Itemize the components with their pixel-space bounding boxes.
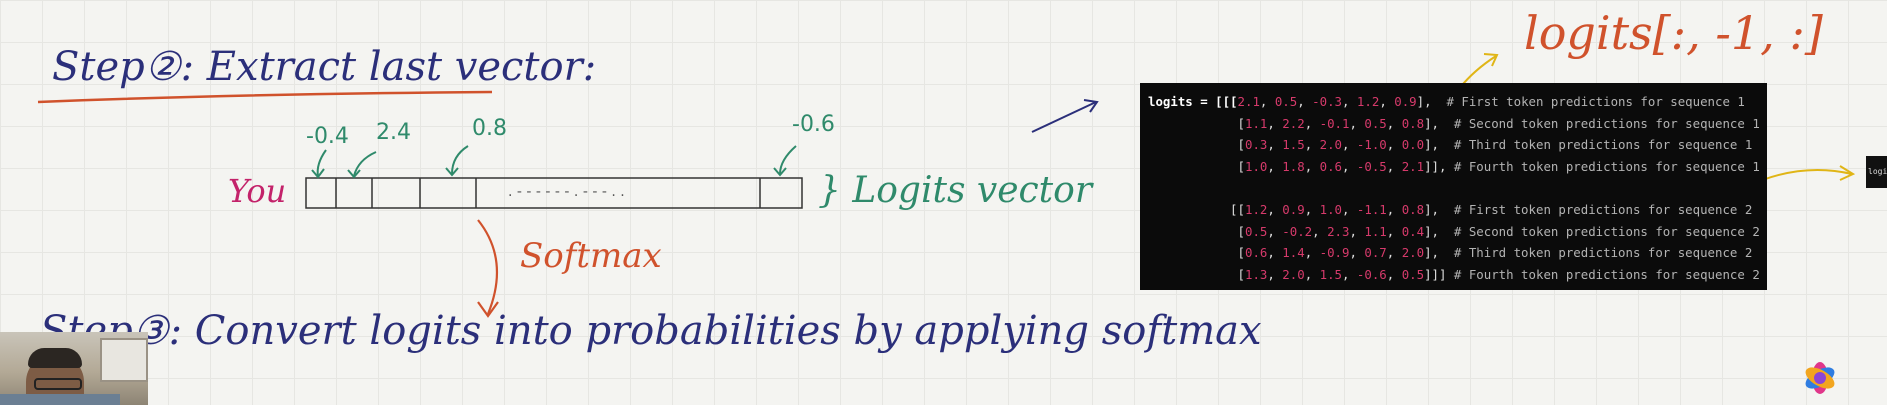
code-line: [1.0, 1.8, 0.6, -0.5, 2.1]], # Fourth to… bbox=[1148, 158, 1760, 174]
softmax-arrow bbox=[477, 219, 499, 318]
background-window bbox=[100, 338, 148, 382]
code-prefix: [ bbox=[1148, 137, 1245, 153]
code-number: -0.6 bbox=[1356, 266, 1387, 282]
code-prefix: [ bbox=[1148, 158, 1245, 174]
code-number: -1.1 bbox=[1356, 202, 1387, 217]
code-number: 0.5 bbox=[1274, 94, 1298, 109]
presenter-shirt bbox=[0, 394, 120, 405]
code-number: 2.2 bbox=[1282, 115, 1305, 131]
code-panel: logits = [[[2.1, 0.5, -0.3, 1.2, 0.9], #… bbox=[1140, 83, 1767, 290]
pointer-arrow bbox=[1031, 99, 1099, 133]
vector-dots: . - - - - - - . - - - . . bbox=[508, 184, 625, 200]
logits-vector-box: . - - - - - - . - - - . . bbox=[305, 177, 803, 209]
code-prefix: [ bbox=[1148, 223, 1245, 239]
code-number: 0.8 bbox=[1401, 202, 1425, 217]
code-number: -0.1 bbox=[1319, 115, 1350, 131]
code-number: -0.5 bbox=[1356, 158, 1387, 174]
code-line: [0.3, 1.5, 2.0, -1.0, 0.0], # Third toke… bbox=[1148, 137, 1753, 153]
glasses-icon bbox=[34, 378, 82, 390]
code-number: -1.0 bbox=[1356, 137, 1387, 153]
code-number: 1.1 bbox=[1364, 223, 1387, 239]
vector-value-3: 0.8 bbox=[472, 116, 507, 141]
code-number: -0.9 bbox=[1319, 245, 1350, 261]
code-number: 0.3 bbox=[1244, 137, 1268, 153]
logits-index-label: logits[:, -1, :] bbox=[1524, 6, 1823, 60]
vector-value-2: 2.4 bbox=[376, 120, 411, 145]
value-arrows bbox=[311, 145, 797, 179]
code-line: [0.5, -0.2, 2.3, 1.1, 0.4], # Second tok… bbox=[1148, 223, 1760, 239]
code-suffix: ], bbox=[1424, 115, 1454, 131]
code-prefix: logits = [[[ bbox=[1148, 94, 1238, 109]
code-number: 2.0 bbox=[1319, 137, 1342, 153]
code-comment: # Third token predictions for sequence 2 bbox=[1453, 245, 1753, 261]
softmax-label: Softmax bbox=[520, 236, 662, 276]
code-number: 2.0 bbox=[1282, 266, 1305, 282]
code-prefix: [ bbox=[1148, 245, 1245, 261]
code-line: [0.6, 1.4, -0.9, 0.7, 2.0], # Third toke… bbox=[1148, 245, 1753, 261]
code-suffix: ], bbox=[1416, 94, 1447, 109]
code-number: 1.3 bbox=[1244, 266, 1268, 282]
side-code-chip: logi bbox=[1866, 156, 1887, 188]
code-number: 1.4 bbox=[1282, 245, 1305, 261]
logits-vector-label: } Logits vector bbox=[818, 170, 1093, 211]
code-number: -0.2 bbox=[1282, 223, 1313, 239]
code-number: 1.2 bbox=[1356, 94, 1380, 109]
vector-value-1: -0.4 bbox=[306, 124, 349, 149]
code-number: 2.1 bbox=[1237, 94, 1260, 109]
code-number: 1.1 bbox=[1244, 115, 1268, 131]
code-number: 0.5 bbox=[1364, 115, 1387, 131]
code-suffix: ], bbox=[1424, 202, 1454, 217]
code-line: logits = [[[2.1, 0.5, -0.3, 1.2, 0.9], #… bbox=[1148, 94, 1745, 109]
step2-underline bbox=[37, 90, 493, 104]
code-comment: # Fourth token predictions for sequence … bbox=[1453, 158, 1760, 174]
code-number: 0.8 bbox=[1401, 115, 1425, 131]
code-number: 2.3 bbox=[1327, 223, 1350, 239]
code-suffix: ], bbox=[1424, 137, 1454, 153]
code-number: 1.0 bbox=[1319, 202, 1342, 217]
code-number: 0.0 bbox=[1401, 137, 1425, 153]
code-line: [1.1, 2.2, -0.1, 0.5, 0.8], # Second tok… bbox=[1148, 115, 1760, 131]
code-number: 1.0 bbox=[1244, 158, 1268, 174]
presenter-hair bbox=[28, 348, 82, 368]
code-suffix: ], bbox=[1424, 223, 1454, 239]
vector-value-4: -0.6 bbox=[792, 112, 835, 137]
code-number: 0.5 bbox=[1401, 266, 1425, 282]
code-comment: # First token predictions for sequence 1 bbox=[1446, 94, 1745, 109]
code-line: [1.3, 2.0, 1.5, -0.6, 0.5]]] # Fourth to… bbox=[1148, 266, 1760, 282]
code-comment: # Second token predictions for sequence … bbox=[1453, 115, 1760, 131]
code-number: 1.8 bbox=[1282, 158, 1305, 174]
code-number: 2.1 bbox=[1401, 158, 1425, 174]
code-number: 0.9 bbox=[1394, 94, 1417, 109]
code-number: 0.6 bbox=[1319, 158, 1342, 174]
step2-heading: Step②: Extract last vector: bbox=[52, 44, 597, 90]
code-number: 1.5 bbox=[1319, 266, 1342, 282]
presenter-webcam bbox=[0, 332, 148, 405]
code-suffix: ]]] bbox=[1424, 266, 1454, 282]
code-comment: # Third token predictions for sequence 1 bbox=[1453, 137, 1753, 153]
code-comment: # First token predictions for sequence 2 bbox=[1453, 202, 1753, 217]
code-prefix: [ bbox=[1148, 266, 1245, 282]
code-number: 0.7 bbox=[1364, 245, 1387, 261]
code-number: 1.5 bbox=[1282, 137, 1305, 153]
code-prefix: [[ bbox=[1148, 202, 1245, 217]
code-number: 1.2 bbox=[1244, 202, 1268, 217]
code-number: 2.0 bbox=[1401, 245, 1425, 261]
code-suffix: ]], bbox=[1424, 158, 1454, 174]
code-number: 0.9 bbox=[1282, 202, 1305, 217]
code-number: 0.6 bbox=[1244, 245, 1268, 261]
code-prefix: [ bbox=[1148, 115, 1245, 131]
code-line: [[1.2, 0.9, 1.0, -1.1, 0.8], # First tok… bbox=[1148, 202, 1753, 217]
code-number: 0.5 bbox=[1244, 223, 1268, 239]
step3-heading: Step③: Convert logits into probabilities… bbox=[40, 308, 1262, 354]
code-comment: # Fourth token predictions for sequence … bbox=[1453, 266, 1760, 282]
code-suffix: ], bbox=[1424, 245, 1454, 261]
app-logo-icon bbox=[1805, 362, 1835, 394]
code-comment: # Second token predictions for sequence … bbox=[1453, 223, 1760, 239]
code-number: -0.3 bbox=[1312, 94, 1342, 109]
token-label-you: You bbox=[228, 172, 287, 210]
code-number: 0.4 bbox=[1401, 223, 1425, 239]
